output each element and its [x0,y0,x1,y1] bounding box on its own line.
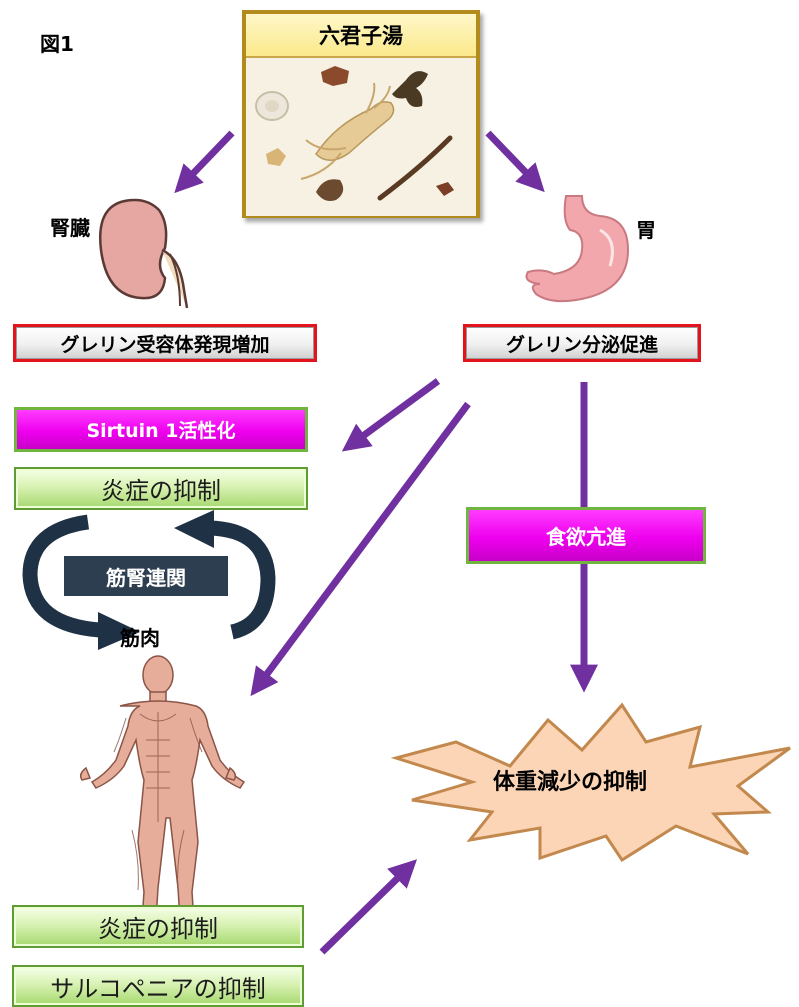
figure-label: 図1 [40,28,74,57]
arrow-herb-to-kidney [183,133,232,184]
arrow-ghrelin-to-sirtuin [352,381,438,444]
muscle-kidney-box: 筋腎連関 [64,556,228,596]
ghrelin-receptor-box: グレリン受容体発現増加 [13,324,317,362]
kidney-label: 腎臓 [50,212,90,241]
inflammation-top-box: 炎症の抑制 [14,467,308,510]
sarcopenia-box: サルコペニアの抑制 [12,965,304,1007]
sirtuin-box: Sirtuin 1活性化 [14,407,308,452]
appetite-box: 食欲亢進 [466,507,706,564]
arrow-sarcopenia-to-weight [322,868,408,952]
herbal-panel: 六君子湯 [242,10,480,218]
arrow-herb-to-stomach [488,133,536,183]
muscle-label: 筋肉 [120,622,160,651]
herbs-image [246,58,476,216]
stomach-label: 胃 [636,214,656,243]
herbal-title: 六君子湯 [246,14,476,58]
weight-loss-text: 体重減少の抑制 [470,764,670,796]
inflammation-bottom-box: 炎症の抑制 [12,905,304,948]
ghrelin-secretion-box: グレリン分泌促進 [463,324,701,362]
